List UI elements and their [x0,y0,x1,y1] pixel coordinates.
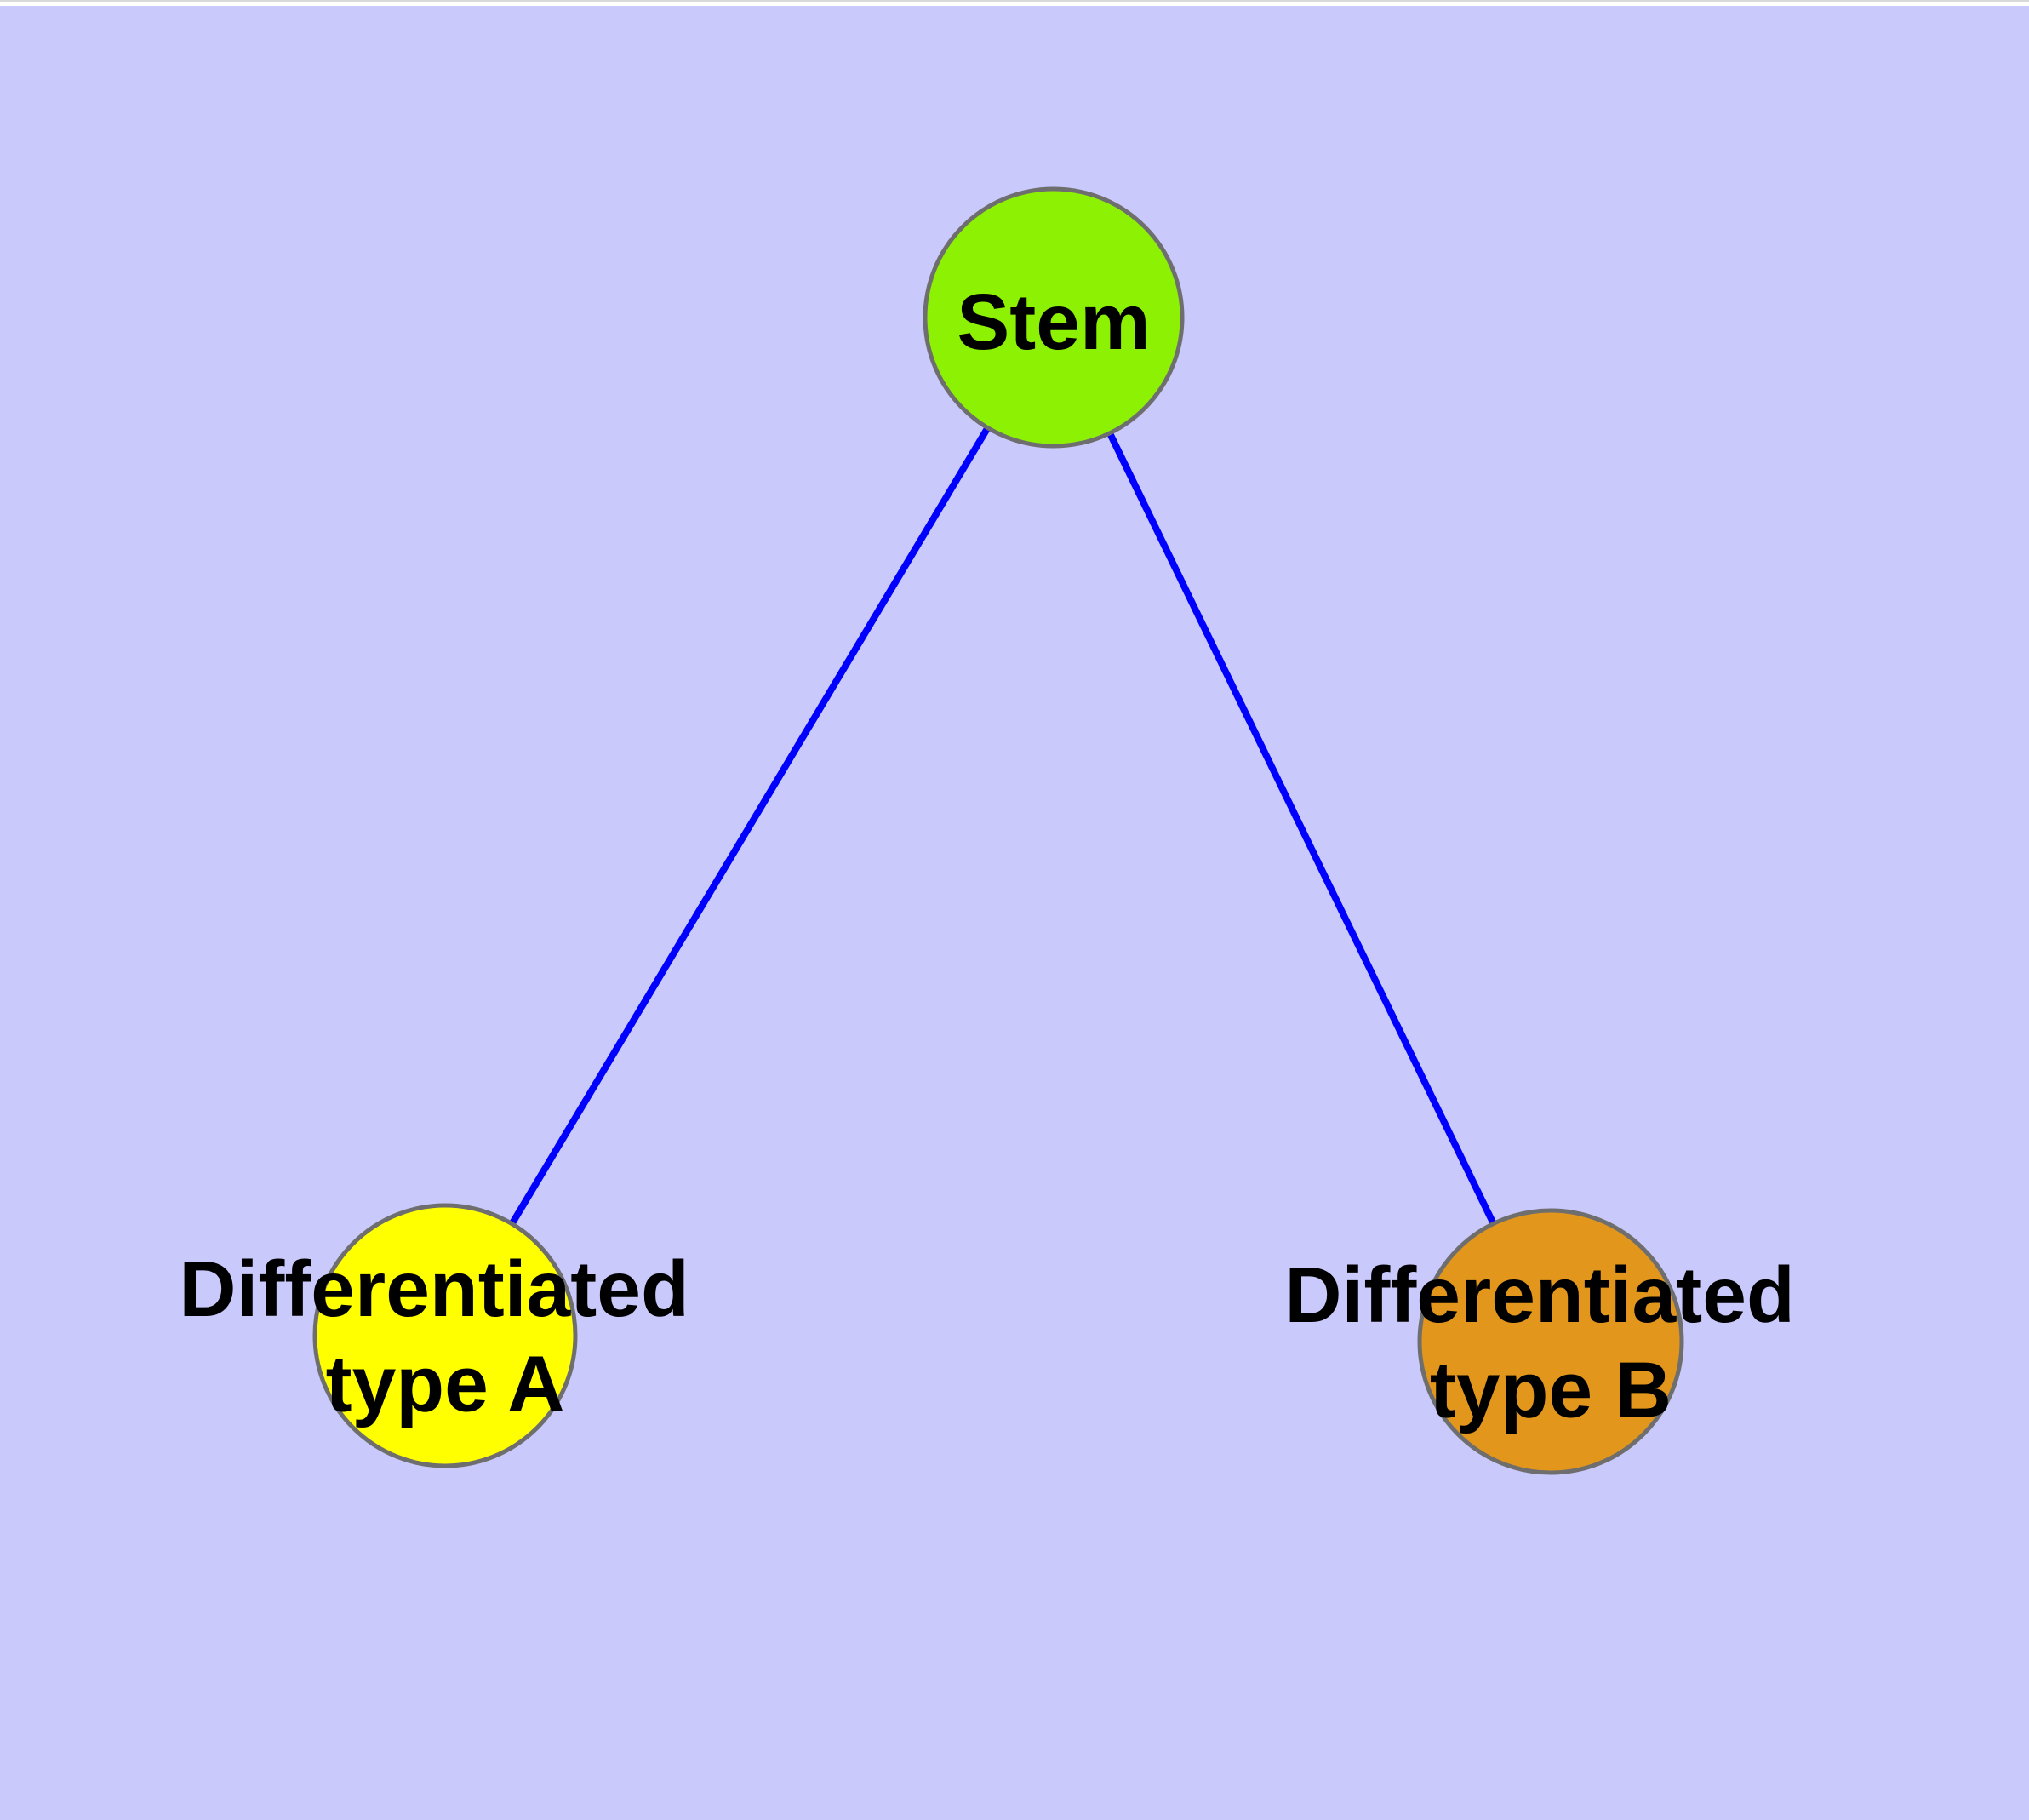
top-strip [0,0,2029,6]
node-type-a-label-line1: Differentiated [179,1245,689,1333]
node-type-b-circle [1417,1208,1684,1475]
node-stem-circle [923,186,1185,449]
node-type-a-label-line2: type A [326,1339,565,1428]
node-stem: Stem [923,186,1185,449]
node-type-b-label-line2: type B [1430,1345,1672,1434]
edge-stem-to-typeA [442,315,1057,1338]
node-type-a-label: Differentiated type A [179,1245,711,1428]
node-type-b-label-line1: Differentiated [1284,1251,1794,1339]
node-differentiated-type-a: Differentiated type A [179,1203,711,1468]
edge-stem-to-typeB [1050,316,1554,1343]
node-differentiated-type-b: Differentiated type B [1284,1208,1816,1475]
top-strip-border [0,0,2029,2]
node-type-b-label: Differentiated type B [1284,1251,1816,1434]
node-type-a-circle [312,1203,578,1468]
node-stem-label: Stem [957,278,1150,366]
